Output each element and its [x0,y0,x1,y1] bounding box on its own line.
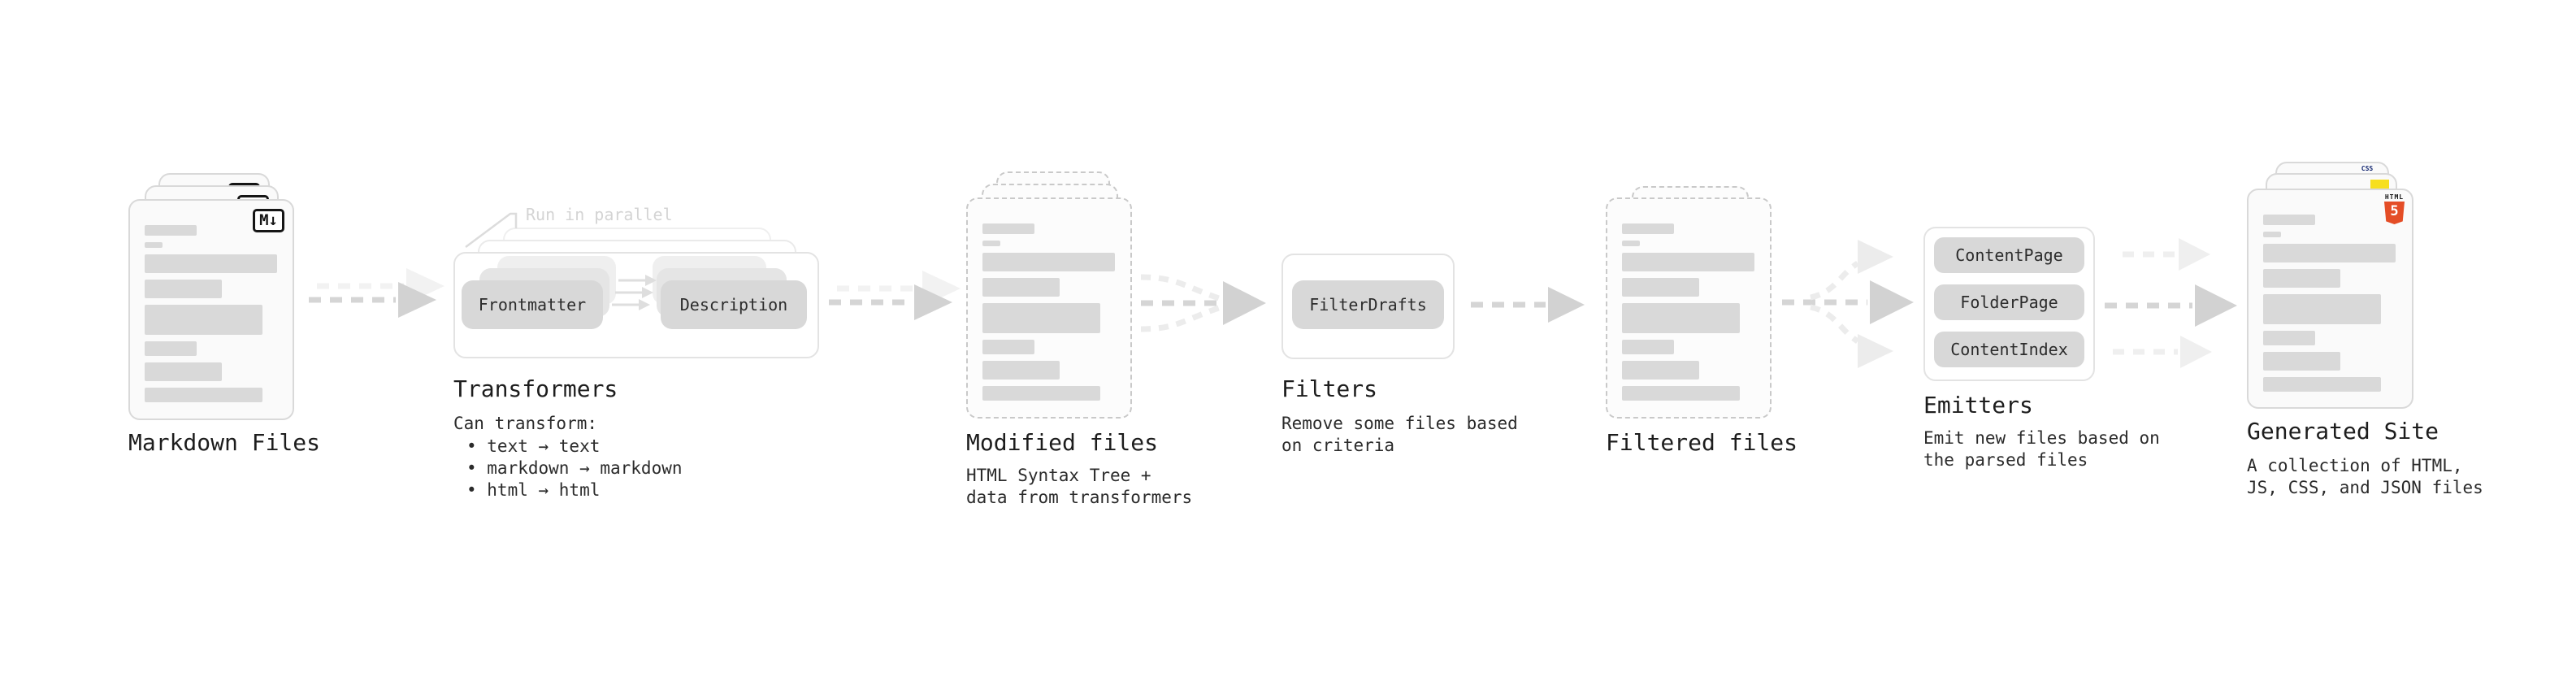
doc-content-bar [145,254,277,273]
doc-content-bar [982,253,1115,271]
doc-content-bar [2263,377,2381,392]
generated-site-subtitle: A collection of HTML, JS, CSS, and JSON … [2247,456,2483,497]
filtered-doc-front [1606,197,1772,419]
emitters-subtitle: Emit new files based on the parsed files [1923,428,2160,470]
doc-content-bar [1622,361,1699,380]
arrow-modified-to-filters-merge [1140,274,1266,332]
doc-content-placeholder [982,223,1115,401]
doc-content-bar [982,361,1060,380]
doc-content-bar [982,340,1034,354]
arrow-markdown-to-transformers [309,268,445,318]
doc-content-bar [145,362,222,381]
generated-doc-html: HTML 5 [2247,189,2413,409]
doc-content-bar [982,303,1100,333]
doc-content-bar [2263,244,2396,262]
doc-content-bar [145,225,197,236]
transformers-bullets: • text → text • markdown → markdown • ht… [466,436,683,501]
html5-icon-label: HTML [2384,193,2405,201]
run-in-parallel-label: Run in parallel [526,205,673,224]
stage-title-markdown-files: Markdown Files [128,429,321,456]
doc-content-bar [145,242,163,248]
bullet-item: • markdown → markdown [466,458,683,478]
stage-title-modified-files: Modified files [966,429,1159,456]
stage-title-generated-site: Generated Site [2247,418,2439,445]
markdown-icon: M↓ [253,209,284,232]
doc-content-bar [2263,269,2340,288]
stage-title-transformers: Transformers [453,375,618,402]
doc-content-bar [2263,331,2315,345]
bullet-item: • text → text [466,436,601,456]
arrow-emitters-to-generated [2105,238,2237,368]
css-icon-label: CSS [2361,165,2374,172]
arrow-filters-to-filtered [1471,287,1585,323]
doc-content-bar [1622,303,1740,333]
html5-icon-shield: 5 [2384,202,2405,224]
doc-content-bar [1622,241,1640,246]
filterdrafts-pill: FilterDrafts [1292,280,1444,329]
doc-content-bar [145,341,197,356]
doc-content-bar [982,223,1034,234]
doc-content-bar [145,280,222,298]
doc-content-bar [982,278,1060,297]
modified-doc-front [966,197,1132,419]
doc-content-bar [1622,253,1754,271]
frontmatter-pill: Frontmatter [462,280,603,329]
doc-content-bar [145,388,262,402]
filters-subtitle: Remove some files based on criteria [1281,414,1518,455]
doc-content-bar [2263,352,2340,371]
doc-content-bar [2263,215,2315,225]
stage-title-filters: Filters [1281,375,1378,402]
stage-title-emitters: Emitters [1923,392,2033,419]
description-pill: Description [661,280,807,329]
transformers-lead: Can transform: [453,414,598,433]
folderpage-pill: FolderPage [1934,284,2084,320]
bullet-item: • html → html [466,480,601,500]
doc-content-bar [982,241,1000,246]
markdown-doc-front: M↓ [128,199,294,420]
doc-content-bar [2263,294,2381,324]
doc-content-bar [1622,223,1674,234]
html5-icon: HTML 5 [2383,194,2405,224]
modified-files-subtitle: HTML Syntax Tree + data from transformer… [966,466,1193,507]
arrow-filtered-to-emitters-split [1782,240,1914,368]
arrow-transformers-to-modified [829,271,961,320]
doc-content-bar [1622,386,1740,401]
doc-content-placeholder [2263,215,2396,392]
contentpage-pill: ContentPage [1934,237,2084,273]
doc-content-bar [145,305,262,335]
contentindex-pill: ContentIndex [1934,332,2084,367]
stage-title-filtered-files: Filtered files [1606,429,1798,456]
doc-content-placeholder [145,225,277,402]
doc-content-bar [1622,278,1699,297]
doc-content-bar [982,386,1100,401]
html5-icon-number: 5 [2390,203,2399,219]
doc-content-placeholder [1622,223,1754,401]
doc-content-bar [1622,340,1674,354]
doc-content-bar [2263,232,2281,237]
js-icon [2370,180,2389,190]
